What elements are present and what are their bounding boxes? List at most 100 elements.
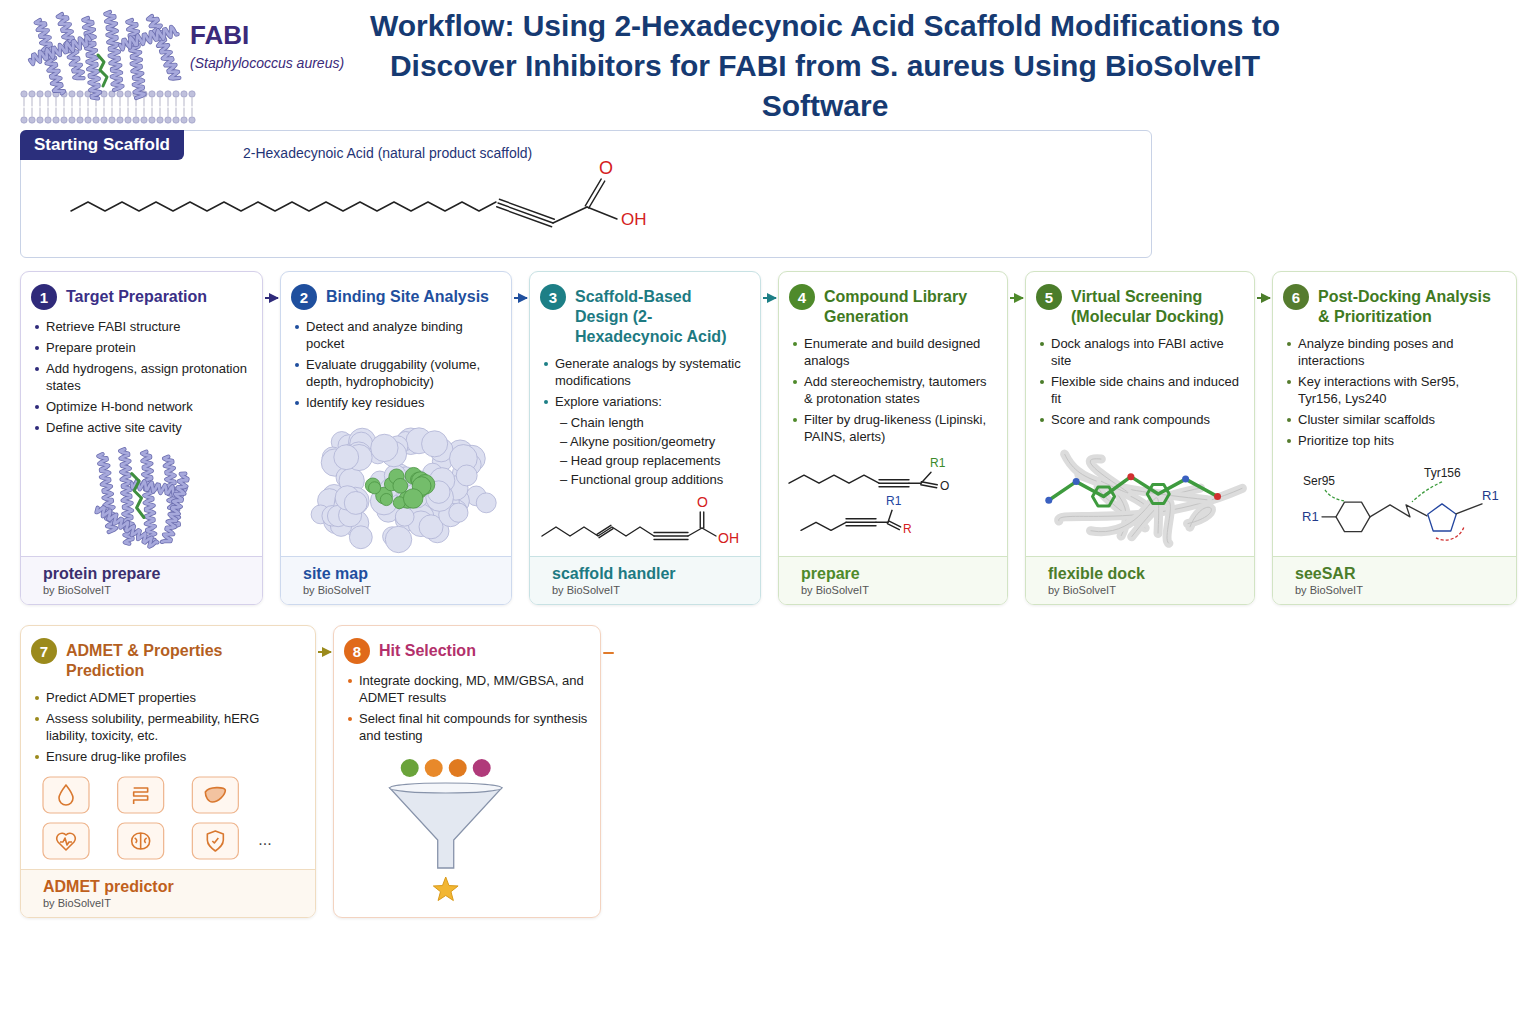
illustration-area <box>334 748 600 917</box>
bullet-text: Optimize H-bond network <box>46 398 193 415</box>
bond-line <box>1456 504 1482 514</box>
chem-label: R <box>903 523 912 535</box>
bullet-row: Flexible side chains and induced fit <box>1040 373 1242 407</box>
lipid-tail <box>40 98 41 106</box>
bullet-text: – Alkyne position/geometry <box>560 433 715 450</box>
bullet-text: Ensure drug-like profiles <box>46 748 186 765</box>
bullet-dot <box>544 362 548 366</box>
lipid-head <box>173 91 179 97</box>
tool-footer: protein prepareby BioSolveIT <box>21 556 262 604</box>
lipid-tail <box>48 98 49 106</box>
bullet-text: Select final hit compounds for synthesis… <box>359 710 588 744</box>
step-number: 1 <box>31 284 57 310</box>
lipid-head <box>189 91 195 97</box>
surface-atom <box>371 434 398 461</box>
bullet-text: Analyze binding poses and interactions <box>1298 335 1504 369</box>
lipid-tail <box>168 98 169 106</box>
lipid-head <box>189 117 195 123</box>
lipid-tail <box>152 98 153 106</box>
flow-arrow <box>265 297 278 299</box>
contact-dashed <box>1436 527 1464 540</box>
lipid-tail <box>112 98 113 106</box>
bullet-row: Optimize H-bond network <box>35 398 250 415</box>
bond-line <box>789 475 879 483</box>
bullet-row: Assess solubility, permeability, hERG li… <box>35 710 303 744</box>
bullet-dot <box>348 679 352 683</box>
tool-vendor: by BioSolveIT <box>43 896 301 910</box>
step-number: 2 <box>291 284 317 310</box>
flow-arrow <box>1257 297 1270 299</box>
chem-label: (Staphylococcus aureus) <box>190 56 344 70</box>
chem-label: R1 <box>886 495 901 507</box>
bullet-dot <box>35 426 39 430</box>
lipid-head <box>53 117 59 123</box>
bullet-dot <box>1040 342 1044 346</box>
bullet-text: Add stereochemistry, tautomers & protona… <box>804 373 995 407</box>
bond-line <box>1370 505 1427 517</box>
flow-arrow <box>763 297 776 299</box>
lipid-tail <box>120 98 121 106</box>
lipid-head <box>133 91 139 97</box>
step-card: 8Hit SelectionIntegrate docking, MD, MM/… <box>333 625 601 918</box>
illustration-area: R1OR1R <box>779 449 1007 556</box>
tool-footer: site mapby BioSolveIT <box>281 556 511 604</box>
step-title: Target Preparation <box>66 284 207 307</box>
chem-label: ... <box>258 832 271 848</box>
bullet-dot <box>793 342 797 346</box>
helix-outline <box>83 18 100 98</box>
tool-vendor: by BioSolveIT <box>1295 583 1502 597</box>
step-number: 7 <box>31 638 57 664</box>
bullet-row: Define active site cavity <box>35 419 250 436</box>
bullet-dot <box>295 401 299 405</box>
bullet-row: Select final hit compounds for synthesis… <box>348 710 588 744</box>
step-header: 4Compound Library Generation <box>779 272 1007 335</box>
chem-label: OH <box>621 211 647 228</box>
bond-line <box>553 207 587 223</box>
tool-footer: ADMET predictorby BioSolveIT <box>21 869 315 917</box>
admet-icon <box>192 777 238 813</box>
helix-outline <box>58 14 84 78</box>
lipid-tail <box>112 108 113 116</box>
icon-frame <box>118 777 164 813</box>
lipid-tail <box>96 108 97 116</box>
bullet-text: Explore variations: <box>555 393 662 410</box>
helix-ribbon <box>83 18 100 98</box>
bullet-row: – Alkyne position/geometry <box>544 433 748 450</box>
protein-surface-edge <box>1091 498 1159 534</box>
bond-line <box>879 483 909 484</box>
lipid-head <box>29 117 35 123</box>
helix-ribbon <box>142 452 155 542</box>
hit-dot <box>473 759 491 777</box>
hbond-dashed <box>1412 482 1442 502</box>
bullet-dot <box>1040 418 1044 422</box>
bond-line <box>589 181 605 208</box>
chem-label: OH <box>718 531 739 545</box>
lipid-head <box>93 91 99 97</box>
lipid-head <box>45 91 51 97</box>
step-header: 3Scaffold-Based Design (2-Hexadecynoic A… <box>530 272 760 355</box>
helix-ribbon <box>97 507 158 546</box>
lipid-tail <box>80 98 81 106</box>
bullet-row: Analyze binding poses and interactions <box>1287 335 1504 369</box>
icon-glyph <box>134 788 148 804</box>
tool-name: seeSAR <box>1295 564 1502 583</box>
bullet-row: Ensure drug-like profiles <box>35 748 303 765</box>
lipid-tail <box>80 108 81 116</box>
lipid-head <box>77 117 83 123</box>
bond-line <box>921 485 937 488</box>
bullet-row: Prepare protein <box>35 339 250 356</box>
lipid-head <box>181 91 187 97</box>
protein-surface <box>1091 498 1159 534</box>
lipid-tail <box>104 108 105 116</box>
bullet-text: Cluster similar scaffolds <box>1298 411 1435 428</box>
triazole-ring <box>1428 504 1457 531</box>
illustration <box>281 415 511 556</box>
bullet-text: Key interactions with Ser95, Tyr156, Lys… <box>1298 373 1504 407</box>
step-title: Hit Selection <box>379 638 476 661</box>
bullet-text: Enumerate and build designed analogs <box>804 335 995 369</box>
admet-icon <box>43 823 89 859</box>
step-header: 5Virtual Screening (Molecular Docking) <box>1026 272 1254 335</box>
bullet-text: Generate analogs by systematic modificat… <box>555 355 748 389</box>
illustration <box>21 440 262 556</box>
admet-icon <box>118 823 164 859</box>
